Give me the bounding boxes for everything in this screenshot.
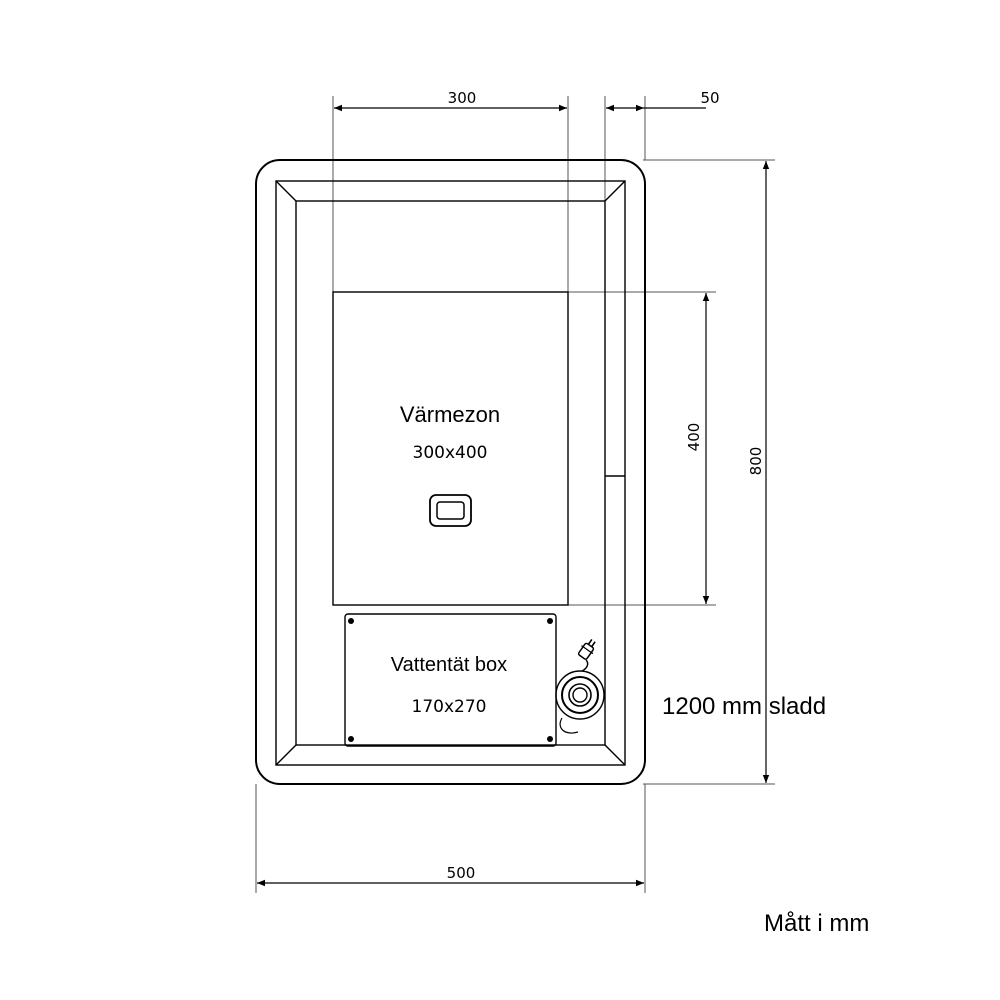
cable-length-label: 1200 mm sladd [662,693,826,720]
plug-icon [577,639,596,660]
heat-zone-title: Värmezon [400,402,500,427]
dim-800-label: 800 [747,447,765,476]
heat-zone-size: 300x400 [413,443,488,463]
dim-500-label: 500 [447,864,476,882]
switch-icon[interactable] [429,494,472,527]
dimension-lines [257,104,770,887]
waterproof-box-rect [344,613,557,747]
dim-400-label: 400 [685,423,703,452]
dim-300-label: 300 [448,89,477,107]
waterproof-box-title: Vattentät box [391,654,507,676]
mirror-frame [255,159,646,785]
bevel-outer [275,180,626,766]
extension-lines [255,96,775,893]
cable-coil-icon [555,659,605,734]
dim-50-label: 50 [700,89,719,107]
waterproof-box: Vattentät box 170x270 [344,613,557,747]
units-note: Mått i mm [764,910,869,937]
heat-zone-rect [332,291,569,606]
bevel-inner [295,200,606,746]
heat-zone: Värmezon 300x400 [332,291,569,606]
outer-frame [255,159,646,785]
waterproof-box-size: 170x270 [412,697,487,717]
